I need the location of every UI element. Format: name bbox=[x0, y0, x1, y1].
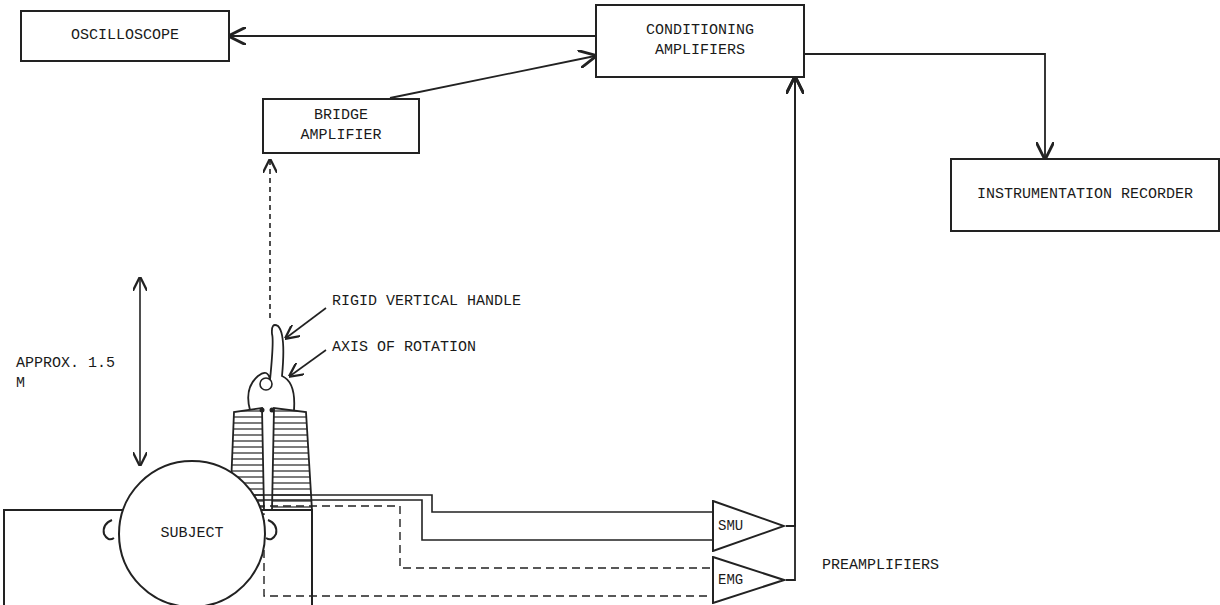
dimension-label: APPROX. 1.5 M bbox=[14, 354, 128, 393]
node-text: EMG bbox=[718, 571, 743, 590]
emg-wire bbox=[244, 514, 712, 596]
display-box: OSCILLOSCOPE bbox=[20, 10, 230, 62]
subject-head: SUBJECT bbox=[118, 460, 266, 605]
node-text: BRIDGE AMPLIFIER bbox=[272, 106, 410, 147]
amplifier-box: CONDITIONING AMPLIFIERS bbox=[595, 4, 805, 78]
emg-wire bbox=[244, 506, 712, 568]
part-label: RIGID VERTICAL HANDLE bbox=[330, 292, 523, 312]
signal-connector bbox=[786, 78, 795, 580]
ear bbox=[266, 520, 276, 539]
signal-connector bbox=[805, 54, 1045, 158]
part-label: AXIS OF ROTATION bbox=[330, 338, 478, 358]
ear bbox=[104, 520, 114, 539]
node-text: CONDITIONING AMPLIFIERS bbox=[605, 21, 795, 62]
axis-dot bbox=[260, 408, 265, 413]
group-label: PREAMPLIFIERS bbox=[820, 556, 941, 576]
recorder-box: INSTRUMENTATION RECORDER bbox=[950, 158, 1220, 232]
signal-connector bbox=[390, 56, 595, 98]
axis-dot bbox=[270, 408, 275, 413]
node-text: INSTRUMENTATION RECORDER bbox=[977, 185, 1193, 205]
dimension-arrow bbox=[139, 278, 141, 465]
signal-connector bbox=[786, 78, 795, 526]
leader-line bbox=[286, 308, 326, 338]
preamplifier-triangle: SMU bbox=[712, 500, 786, 552]
strain-signal-line bbox=[269, 160, 271, 318]
amplifier-box: BRIDGE AMPLIFIER bbox=[262, 98, 420, 154]
leader-line bbox=[290, 350, 326, 376]
signal-connector bbox=[230, 35, 595, 37]
node-text: SUBJECT bbox=[160, 524, 223, 544]
preamplifier-triangle: EMG bbox=[712, 556, 786, 604]
smu-wire bbox=[244, 495, 712, 512]
node-text: OSCILLOSCOPE bbox=[71, 26, 179, 46]
node-text: SMU bbox=[718, 517, 743, 536]
finger bbox=[260, 378, 272, 390]
